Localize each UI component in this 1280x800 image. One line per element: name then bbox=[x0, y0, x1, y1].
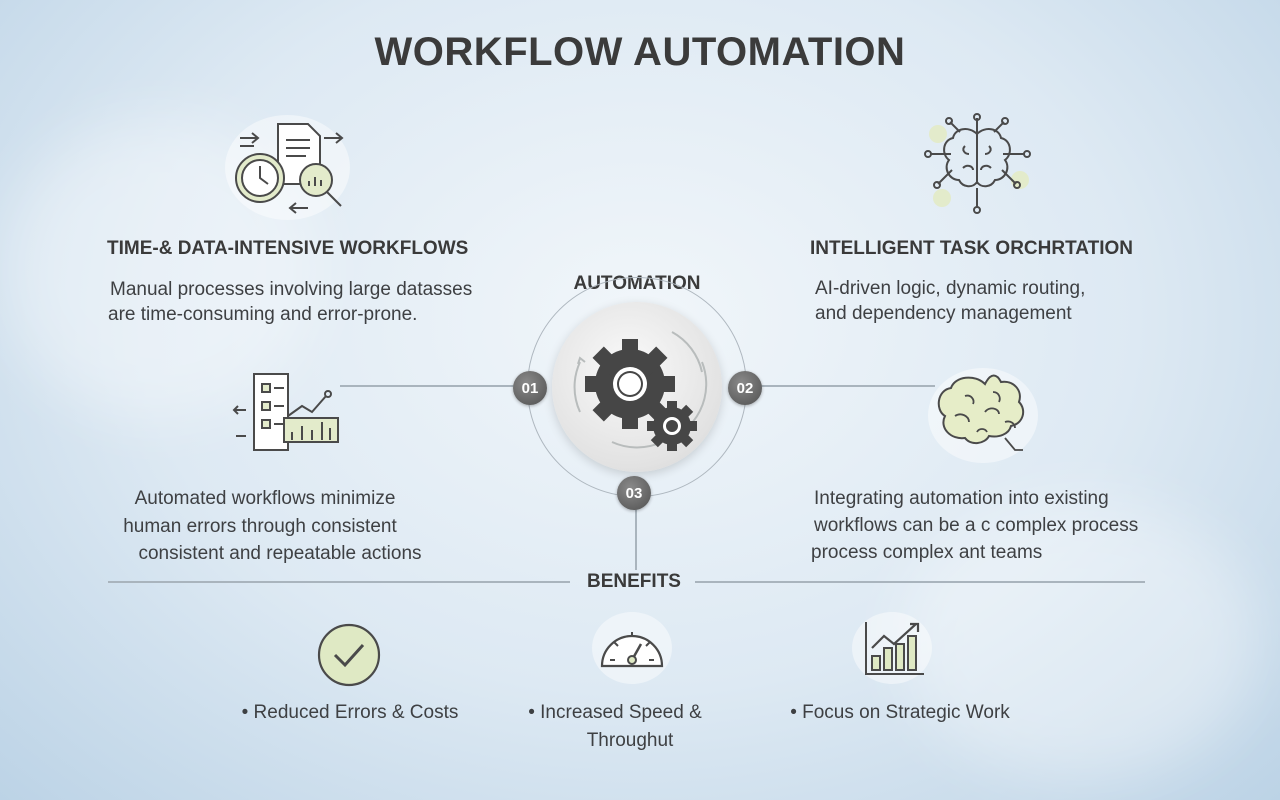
checkmark-circle-icon bbox=[317, 623, 381, 687]
desc-line: process complex ant teams bbox=[811, 542, 1043, 563]
desc-line: consistent and repeatable actions bbox=[138, 543, 422, 564]
document-clock-magnifier-icon bbox=[235, 123, 344, 214]
benefit-reduced-errors: • Reduced Errors & Costs bbox=[200, 699, 500, 727]
divider-line bbox=[695, 581, 1145, 583]
right-bottom-description: Integrating automation into existing wor… bbox=[811, 485, 1139, 566]
benefit-increased-speed: • Increased Speed & Throughut bbox=[480, 699, 780, 755]
divider-line bbox=[108, 581, 570, 583]
benefit-strategic-work: • Focus on Strategic Work bbox=[750, 699, 1050, 727]
connector-line bbox=[760, 385, 935, 387]
checklist-chart-icon bbox=[232, 373, 339, 451]
desc-line: workflows can be a c complex process bbox=[814, 515, 1139, 536]
left-bottom-description: Automated workflows minimize human error… bbox=[95, 485, 465, 568]
benefit-line: • Increased Speed & bbox=[528, 702, 702, 723]
desc-line: and dependency management bbox=[815, 303, 1072, 324]
growth-chart-icon bbox=[865, 622, 924, 675]
left-top-heading: TIME-& DATA-INTENSIVE WORKFLOWS bbox=[107, 238, 469, 259]
right-top-description: AI-driven logic, dynamic routing, and de… bbox=[815, 276, 1085, 326]
gears-icon bbox=[573, 331, 708, 451]
badge-02: 02 bbox=[728, 371, 762, 405]
desc-line: Manual processes involving large datasse… bbox=[110, 279, 473, 300]
brain-circuit-icon bbox=[924, 113, 1031, 214]
badge-03: 03 bbox=[617, 476, 651, 510]
page-title: WORKFLOW AUTOMATION bbox=[374, 30, 906, 74]
bg-decoration bbox=[900, 500, 1260, 780]
benefits-heading: BENEFITS bbox=[587, 571, 681, 592]
desc-line: AI-driven logic, dynamic routing, bbox=[815, 278, 1086, 299]
desc-line: human errors through consistent bbox=[123, 515, 397, 537]
right-top-heading: INTELLIGENT TASK ORCHRTATION bbox=[810, 238, 1133, 259]
benefit-line: • Focus on Strategic Work bbox=[790, 702, 1010, 723]
speedometer-icon bbox=[600, 632, 664, 668]
left-top-description: Manual processes involving large datasse… bbox=[108, 277, 473, 327]
desc-line: are time-consuming and error-prone. bbox=[108, 304, 418, 325]
connector-line bbox=[635, 508, 637, 570]
desc-line: Integrating automation into existing bbox=[814, 488, 1109, 509]
desc-line: Automated workflows minimize bbox=[134, 488, 396, 509]
benefit-line: • Reduced Errors & Costs bbox=[241, 702, 459, 723]
brain-icon bbox=[937, 374, 1025, 451]
connector-line bbox=[340, 385, 515, 387]
benefit-line: Throughut bbox=[586, 730, 674, 751]
badge-01: 01 bbox=[513, 371, 547, 405]
